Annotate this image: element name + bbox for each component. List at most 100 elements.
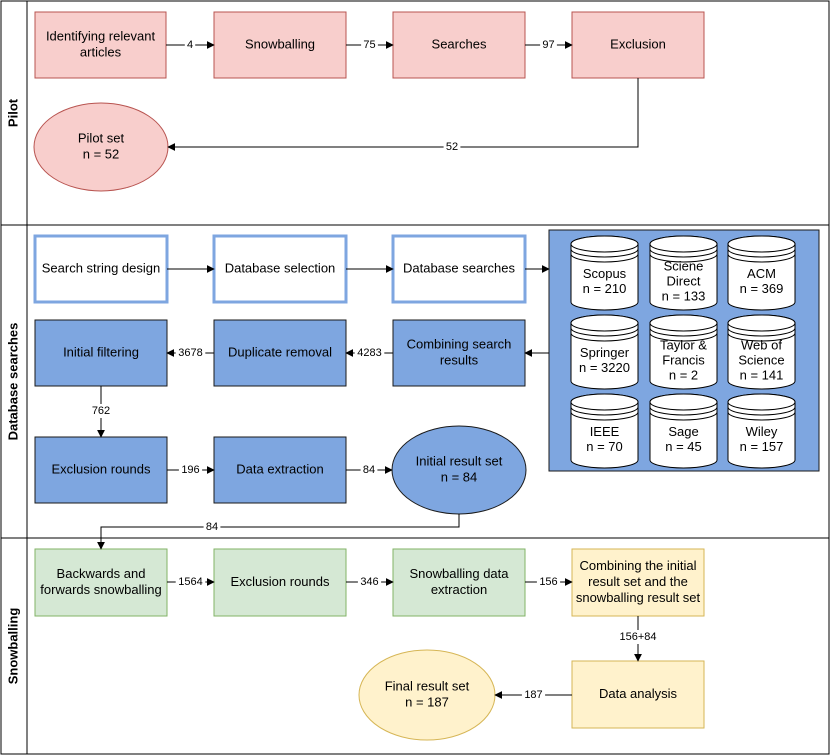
edge-label: 762	[92, 405, 110, 417]
edge-e3: 97	[525, 38, 573, 52]
node-label-exclusion1: Exclusion	[610, 36, 666, 51]
node-shape-snowball1	[213, 11, 347, 79]
node-label-pilotset: n = 52	[83, 146, 120, 161]
node-label-combine: Combining search	[407, 336, 512, 351]
node-exclrounds2: Exclusion rounds	[213, 548, 347, 617]
lane-title-pilot: Pilot	[5, 98, 20, 127]
node-label-initfilter: Initial filtering	[63, 344, 139, 359]
node-label-snowext: Snowballing data	[409, 566, 509, 581]
database-label-sciencedirect: Sciene	[664, 258, 704, 273]
database-label-scopus: Scopus	[583, 266, 627, 281]
database-label-wos: n = 141	[740, 367, 784, 382]
edge-e15: 1564	[167, 575, 215, 589]
edge-label: 3678	[178, 347, 202, 359]
database-label-scopus: n = 210	[583, 281, 627, 296]
edge-e12: 196	[167, 463, 215, 477]
node-shape-combine	[392, 319, 526, 387]
edge-e10: 3678	[166, 346, 214, 360]
node-shape-dataext	[213, 436, 347, 504]
edge-e2: 75	[346, 38, 394, 52]
edge-label: 84	[206, 521, 218, 533]
node-shape-analysis	[571, 660, 705, 729]
edge-label: 75	[363, 39, 375, 51]
node-label-snowext: extraction	[431, 582, 487, 597]
node-label-final: Final result set	[385, 678, 470, 693]
node-label-dbsel: Database selection	[225, 260, 336, 275]
node-label-identify: Identifying relevant	[46, 28, 156, 43]
database-label-sciencedirect: n = 133	[662, 288, 706, 303]
edge-e17: 156	[525, 575, 573, 589]
database-label-sage: n = 45	[665, 439, 702, 454]
database-label-taylor: Francis	[662, 352, 705, 367]
node-label-dup: Duplicate removal	[228, 344, 332, 359]
edge-e14: 84	[97, 514, 460, 550]
node-label-dataext: Data extraction	[236, 461, 323, 476]
node-snowball1: Snowballing	[213, 11, 347, 79]
edge-e18: 156+84	[616, 616, 660, 662]
node-initfilter: Initial filtering	[34, 319, 168, 387]
edge-label: 97	[542, 39, 554, 51]
node-shape-dbsel	[212, 234, 348, 304]
edge-line	[167, 78, 639, 151]
database-label-wiley: Wiley	[746, 424, 778, 439]
edge-label: 196	[181, 464, 199, 476]
node-shape-ssd	[33, 234, 169, 304]
database-label-wiley: n = 157	[740, 439, 784, 454]
edge-e1: 4	[166, 38, 215, 52]
node-shape-exclrounds1	[34, 436, 168, 504]
node-label-dbsearch: Database searches	[403, 260, 516, 275]
node-dbsel: Database selection	[212, 234, 348, 304]
edge-e4: 52	[167, 78, 639, 154]
node-shape-snowext	[392, 548, 526, 617]
node-label-pilotset: Pilot set	[78, 130, 125, 145]
edge-e11: 762	[89, 386, 113, 438]
database-label-acm: n = 369	[740, 281, 784, 296]
database-label-wos: Web of	[741, 337, 782, 352]
node-label-bfsnow: Backwards and	[57, 566, 146, 581]
node-shape-dup	[213, 319, 347, 387]
node-label-initresult: Initial result set	[416, 453, 503, 468]
node-shape-searches	[392, 11, 526, 79]
lane-title-database: Database searches	[5, 323, 20, 441]
database-label-ieee: n = 70	[586, 439, 623, 454]
edge-label: 187	[524, 689, 542, 701]
edge-e9: 4283	[345, 346, 393, 360]
node-shape-initfilter	[34, 319, 168, 387]
edge-e16: 346	[346, 575, 394, 589]
node-dbsearch: Database searches	[391, 234, 527, 304]
edge-line	[97, 514, 460, 550]
node-label-combine2: snowballing result set	[576, 590, 701, 605]
edge-e13: 84	[346, 463, 393, 477]
node-label-initresult: n = 84	[441, 469, 478, 484]
database-label-springer: n = 3220	[579, 360, 630, 375]
edge-label: 52	[446, 141, 458, 153]
node-exclusion1: Exclusion	[571, 11, 705, 79]
database-label-sage: Sage	[668, 424, 698, 439]
node-label-bfsnow: forwards snowballing	[40, 582, 161, 597]
edge-label: 4	[187, 39, 193, 51]
database-label-sciencedirect: Direct	[667, 273, 701, 288]
node-shape-bfsnow	[34, 548, 168, 617]
node-exclrounds1: Exclusion rounds	[34, 436, 168, 504]
database-label-springer: Springer	[580, 345, 630, 360]
edge-label: 156+84	[619, 631, 656, 643]
node-label-analysis: Data analysis	[599, 686, 678, 701]
node-dup: Duplicate removal	[213, 319, 347, 387]
node-searches: Searches	[392, 11, 526, 79]
node-label-snowball1: Snowballing	[245, 36, 315, 51]
node-label-searches: Searches	[432, 36, 487, 51]
